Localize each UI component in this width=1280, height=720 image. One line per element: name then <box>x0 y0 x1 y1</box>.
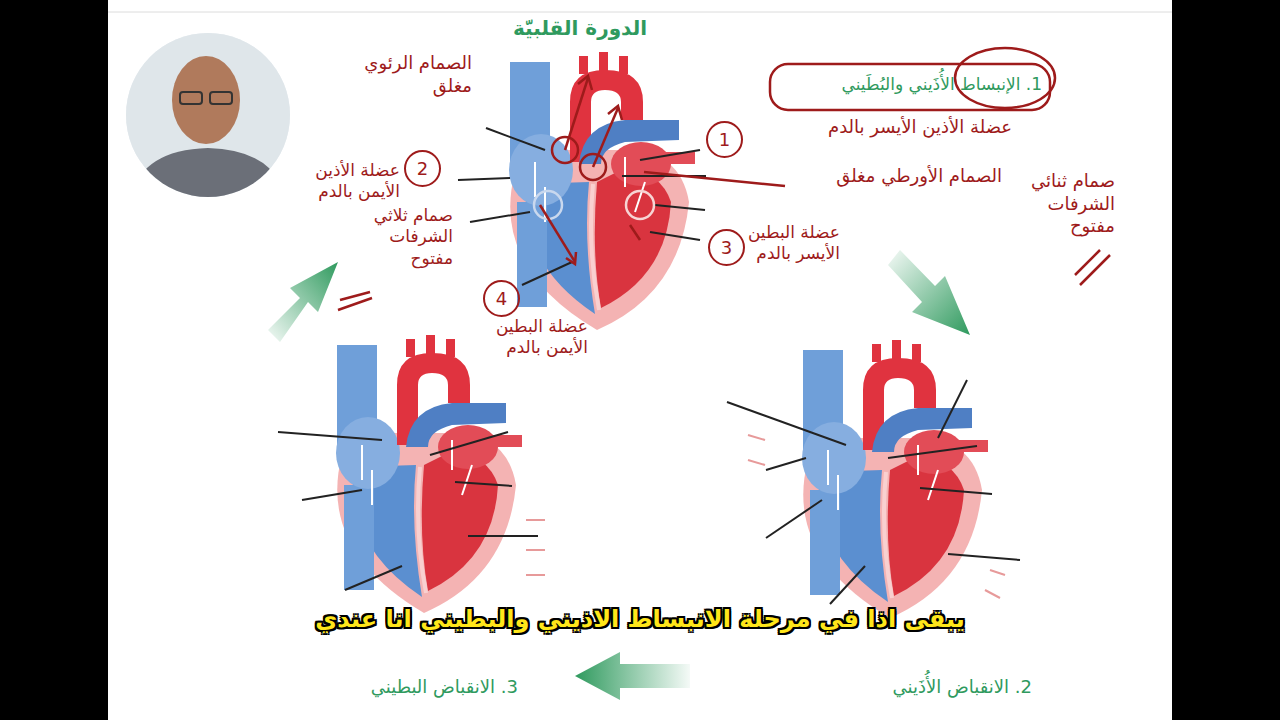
handwritten-note: صمام ثنائي الشرفات مفتوح <box>1010 170 1115 238</box>
illustration-part <box>650 232 700 240</box>
webcam-bubble <box>120 30 300 200</box>
handwritten-note: الصمام الرئوي مغلق <box>360 52 472 97</box>
handwritten-note: عضلة الأذين الأيسر بالدم <box>742 116 1012 139</box>
handwritten-note: عضلة البطين الأيمن بالدم <box>478 316 588 359</box>
handwritten-note: الصمام الأورطي مغلق <box>790 165 1002 188</box>
illustration-part <box>180 92 202 104</box>
illustration-part <box>727 402 846 445</box>
illustration-part <box>526 519 545 521</box>
illustration-part <box>302 490 362 500</box>
callout-number: 4 <box>483 280 520 317</box>
stage-heading: 1. الإنبساط الأُذَيني والبُطَيني <box>780 74 1042 95</box>
illustration-part <box>593 108 618 167</box>
slide-title: الدورة القلبيّة <box>480 16 680 41</box>
illustration-part <box>455 482 512 486</box>
illustration-part <box>345 566 402 590</box>
illustration-part <box>748 435 765 440</box>
illustration-part <box>278 128 1020 604</box>
illustration-part <box>470 212 530 222</box>
callout-number: 2 <box>404 150 441 187</box>
illustration-part <box>920 488 992 494</box>
illustration-part <box>338 292 372 310</box>
illustration-part <box>120 30 300 200</box>
illustration-part <box>278 432 382 440</box>
handwritten-note: صمام ثلاثي الشرفات مفتوح <box>345 205 453 269</box>
illustration-part <box>626 191 654 219</box>
illustration-part <box>540 205 575 262</box>
illustration-part <box>578 76 592 90</box>
handwritten-note: عضلة البطين الأيسر بالدم <box>742 222 840 265</box>
illustration-part <box>526 549 545 551</box>
illustration-part <box>526 574 545 576</box>
illustration-part <box>566 252 576 264</box>
callout-number: 3 <box>708 229 745 266</box>
illustration-part <box>458 178 510 180</box>
illustration-part <box>336 335 522 613</box>
illustration-part <box>640 150 700 160</box>
callout-number: 1 <box>706 121 743 158</box>
illustration-part <box>766 458 806 470</box>
illustration-part <box>534 191 562 219</box>
illustration-part <box>655 205 705 210</box>
illustration-part <box>120 30 300 200</box>
illustration-part <box>770 64 1050 110</box>
illustration-part <box>1075 250 1110 285</box>
illustration-part <box>948 554 1020 560</box>
illustration-part <box>468 535 538 537</box>
illustration-part <box>938 380 967 438</box>
illustration-part <box>130 148 286 200</box>
illustration-part <box>509 52 695 330</box>
illustration-part <box>802 340 988 618</box>
illustration-part <box>486 128 545 150</box>
illustration-part <box>608 106 622 120</box>
illustration-part <box>108 12 1172 13</box>
illustration-part <box>172 56 240 144</box>
illustration-part <box>644 172 785 186</box>
illustration-part <box>990 570 1005 575</box>
illustration-part <box>210 92 232 104</box>
illustration-part <box>766 500 822 538</box>
illustration-part <box>565 78 588 150</box>
illustration-part <box>748 460 765 465</box>
handwritten-note: عضلة الأذين الأيمن بالدم <box>292 160 400 203</box>
illustration-part <box>830 566 865 604</box>
video-subtitle: يبقى اذا في مرحلة الانبساط الاذيني والبط… <box>170 604 1110 634</box>
illustration-part <box>268 262 338 342</box>
illustration-part <box>522 262 572 285</box>
illustration-part <box>338 48 1110 310</box>
illustration-part <box>575 652 690 700</box>
stage-heading: 2. الانقباض الأُذَيني <box>842 676 1032 699</box>
illustration-part <box>630 225 640 240</box>
illustration-part <box>888 446 977 458</box>
illustration-part <box>888 250 970 335</box>
illustration-part <box>430 432 508 455</box>
illustration-part <box>985 590 1000 598</box>
stage-heading: 3. الانقباض البطيني <box>328 676 518 699</box>
illustration-part <box>526 435 1005 598</box>
